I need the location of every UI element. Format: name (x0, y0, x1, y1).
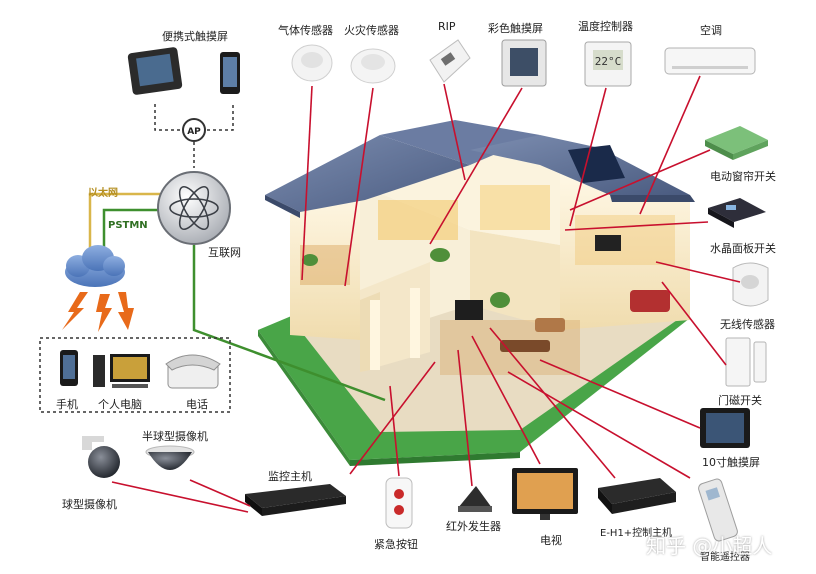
label-phone: 手机 (56, 398, 78, 411)
label-color-touchscreen: 彩色触摸屏 (488, 22, 543, 35)
label-tv: 电视 (540, 534, 562, 547)
door-sensor-icon (725, 337, 767, 387)
internet-globe-icon (157, 171, 231, 245)
house-illustration (258, 120, 695, 466)
label-electric-curtain-switch: 电动窗帘开关 (710, 170, 776, 183)
color-touchscreen-icon (501, 39, 547, 87)
label-dome-camera: 半球型摄像机 (142, 430, 208, 443)
label-control-host: E-H1+控制主机 (600, 528, 673, 539)
label-remote-control: 智能遥控器 (700, 552, 750, 563)
label-ir-transmitter: 红外发生器 (446, 520, 501, 533)
label-emergency-button: 紧急按钮 (374, 538, 418, 551)
label-portable-touchscreen: 便携式触摸屏 (162, 30, 228, 43)
cloud-icon (65, 245, 125, 287)
control-host-icon (598, 478, 676, 514)
remote-control-icon (698, 478, 738, 542)
label-ten-inch-touchscreen: 10寸触摸屏 (702, 456, 760, 469)
pc-icon (93, 354, 150, 388)
tv-icon (512, 468, 578, 520)
wireless-sensor-icon (732, 262, 769, 307)
network-links (39, 104, 386, 413)
label-wireless-sensor: 无线传感器 (720, 318, 775, 331)
air-conditioner-icon (664, 47, 756, 75)
label-internet: 互联网 (208, 246, 241, 259)
label-ethernet: 以太网 (88, 188, 118, 199)
lightning-icon (62, 292, 134, 332)
label-temperature-controller: 温度控制器 (578, 20, 633, 33)
ir-transmitter-icon (458, 486, 492, 512)
connector-lines (111, 75, 741, 513)
mobile-phone-icon (60, 350, 78, 386)
dome-camera-icon (145, 445, 195, 470)
curtain-switch-icon (705, 126, 768, 160)
fire-sensor-icon (350, 48, 396, 84)
label-gas-sensor: 气体传感器 (278, 24, 333, 37)
monitor-host-icon (245, 484, 346, 516)
label-telephone: 电话 (186, 398, 208, 411)
thermostat-display: 22°C (595, 55, 622, 68)
label-crystal-panel-switch: 水晶面板开关 (710, 242, 776, 255)
emergency-button-icon (385, 477, 413, 529)
label-pc: 个人电脑 (98, 398, 142, 411)
tablet-icon (127, 47, 183, 95)
thermostat-icon: 22°C (584, 41, 632, 87)
label-rip: RIP (438, 20, 456, 33)
watermark: 知乎 @小超人 (646, 534, 773, 558)
pir-sensor-icon (429, 39, 471, 83)
label-door-magnet-switch: 门磁开关 (718, 394, 762, 407)
label-fire-sensor: 火灾传感器 (344, 24, 399, 37)
gas-sensor-icon (291, 44, 333, 82)
ten-inch-touchscreen-icon (700, 408, 750, 448)
label-monitor-host: 监控主机 (268, 470, 312, 483)
smartphone-icon (220, 52, 240, 94)
label-pstmn: PSTMN (108, 220, 148, 231)
ball-camera-icon (82, 436, 120, 478)
telephone-icon (165, 354, 221, 389)
label-air-conditioner: 空调 (700, 24, 722, 37)
ap-label: AP (187, 127, 201, 137)
ap-icon: AP (182, 118, 206, 142)
label-ball-camera: 球型摄像机 (62, 498, 117, 511)
panel-switch-icon (708, 198, 766, 228)
